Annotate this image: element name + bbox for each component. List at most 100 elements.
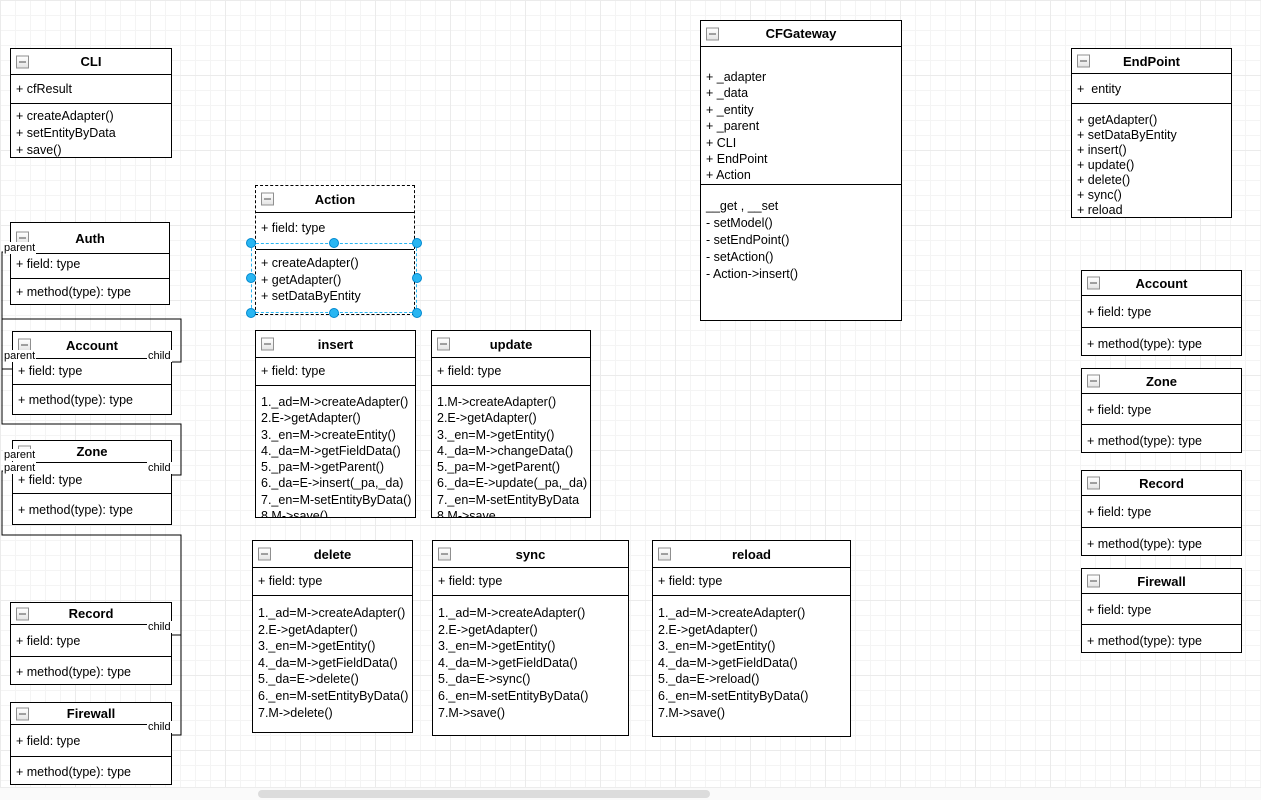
method: 8.M->save() — [261, 509, 329, 517]
selection-handle[interactable] — [412, 273, 422, 283]
method: 6._en=M-setEntityByData() — [438, 688, 589, 703]
attribute: + field: type — [18, 473, 83, 487]
class-firewall-left[interactable]: Firewall+ field: type+ method(type): typ… — [10, 702, 172, 785]
selection-handle[interactable] — [246, 238, 256, 248]
class-firewall-right[interactable]: Firewall+ field: type+ method(type): typ… — [1081, 568, 1242, 653]
method: + setDataByEntity — [1077, 128, 1177, 142]
collapse-icon[interactable] — [261, 337, 274, 351]
method: + method(type): type — [16, 665, 131, 679]
selection-handle[interactable] — [246, 273, 256, 283]
collapse-icon[interactable] — [1087, 374, 1100, 388]
attribute: + CLI — [706, 135, 737, 150]
class-account-left[interactable]: Account+ field: type+ method(type): type — [12, 331, 172, 415]
class-account-right[interactable]: Account+ field: type+ method(type): type — [1081, 270, 1242, 356]
edge-label-child-record-left[interactable]: child — [147, 621, 172, 633]
collapse-icon[interactable] — [1087, 476, 1100, 490]
class-auth[interactable]: Auth+ field: type+ method(type): type — [10, 222, 170, 305]
collapse-icon[interactable] — [1087, 574, 1100, 588]
selection-handle[interactable] — [246, 308, 256, 318]
collapse-icon[interactable] — [658, 547, 671, 561]
collapse-icon[interactable] — [18, 338, 31, 352]
method-compartment: + method(type): type — [1082, 624, 1241, 652]
collapse-icon[interactable] — [438, 547, 451, 561]
collapse-icon[interactable] — [16, 231, 29, 245]
method: 6._da=E->update(_pa,_da) — [437, 476, 588, 491]
class-record-left[interactable]: Record+ field: type+ method(type): type — [10, 602, 172, 685]
class-action[interactable]: Action+ field: type+ createAdapter()+ ge… — [255, 185, 415, 315]
method-compartment: 1._ad=M->createAdapter()2.E->getAdapter(… — [256, 385, 415, 517]
method: 4._da=M->changeData() — [437, 443, 574, 458]
method: 1.M->createAdapter() — [437, 395, 557, 409]
class-endpoint[interactable]: EndPoint+ entity+ getAdapter()+ setDataB… — [1071, 48, 1232, 218]
attribute-compartment: + field: type — [13, 462, 171, 493]
class-header: Auth — [11, 223, 169, 253]
method: 6._en=M-setEntityByData() — [658, 688, 809, 703]
collapse-icon[interactable] — [706, 27, 719, 40]
method: + setEntityByData — [16, 126, 116, 140]
method: 5._da=E->sync() — [438, 672, 531, 687]
class-record-right[interactable]: Record+ field: type+ method(type): type — [1081, 470, 1242, 556]
class-header: sync — [433, 541, 628, 567]
method: 8.M->save — [437, 509, 496, 517]
collapse-icon[interactable] — [1087, 276, 1100, 290]
method: 7.M->delete() — [258, 705, 333, 720]
class-cli[interactable]: CLI+ cfResult+ createAdapter()+ setEntit… — [10, 48, 172, 158]
method: + update() — [1077, 158, 1135, 172]
attribute: + field: type — [437, 364, 502, 378]
class-cfgateway[interactable]: CFGateway+ _adapter+ _data+ _entity+ _pa… — [700, 20, 902, 321]
edge-label-parent-zone-left[interactable]: parent — [3, 449, 37, 461]
class-title: Record — [1139, 475, 1184, 491]
class-header: Firewall — [11, 703, 171, 724]
class-title: CFGateway — [765, 26, 837, 41]
class-title: EndPoint — [1122, 53, 1181, 69]
class-header: Record — [1082, 471, 1241, 495]
collapse-icon[interactable] — [261, 192, 274, 206]
method: 6._en=M-setEntityByData() — [258, 688, 409, 703]
selection-handle[interactable] — [329, 308, 339, 318]
method: + reload — [1077, 203, 1123, 217]
attribute-compartment: + field: type — [11, 624, 171, 656]
edge-label-child-account-left[interactable]: child — [147, 350, 172, 362]
method-compartment: + method(type): type — [1082, 424, 1241, 452]
attribute-compartment: + field: type — [653, 567, 850, 595]
method: 2.E->getAdapter() — [261, 411, 361, 426]
collapse-icon[interactable] — [1077, 54, 1090, 68]
horizontal-scrollbar[interactable] — [0, 787, 1261, 800]
attribute-compartment: + field: type — [253, 567, 412, 595]
selection-handle[interactable] — [412, 308, 422, 318]
edge-label-child-firewall-left[interactable]: child — [147, 721, 172, 733]
selection-handle[interactable] — [412, 238, 422, 248]
class-title: Firewall — [66, 706, 116, 721]
edge-label-parent-auth[interactable]: parent — [3, 242, 37, 254]
scrollbar-thumb[interactable] — [258, 790, 710, 798]
class-title: update — [489, 336, 533, 352]
edge-label-parent-account-left[interactable]: parent — [3, 350, 37, 362]
class-zone-left[interactable]: Zone+ field: type+ method(type): type — [12, 440, 172, 525]
attribute: + field: type — [16, 257, 81, 271]
method: 7.M->save() — [658, 705, 726, 720]
edge-label-parent-zone-left[interactable]: parent — [3, 462, 37, 474]
attribute: + field: type — [1087, 603, 1152, 617]
attribute-compartment: + entity — [1072, 73, 1231, 103]
collapse-icon[interactable] — [16, 707, 29, 720]
attribute-compartment: + field: type — [432, 357, 590, 385]
method: - Action->insert() — [706, 267, 799, 281]
collapse-icon[interactable] — [16, 55, 29, 68]
method: + method(type): type — [16, 765, 131, 779]
class-header: Account — [1082, 271, 1241, 295]
class-zone-right[interactable]: Zone+ field: type+ method(type): type — [1081, 368, 1242, 453]
selection-handle[interactable] — [329, 238, 339, 248]
method: + method(type): type — [1087, 434, 1202, 448]
collapse-icon[interactable] — [437, 337, 450, 351]
edge-label-child-zone-left[interactable]: child — [147, 462, 172, 474]
collapse-icon[interactable] — [258, 547, 271, 561]
attribute: + _data — [706, 86, 749, 101]
collapse-icon[interactable] — [16, 607, 29, 620]
method-compartment: 1._ad=M->createAdapter()2.E->getAdapter(… — [653, 595, 850, 736]
